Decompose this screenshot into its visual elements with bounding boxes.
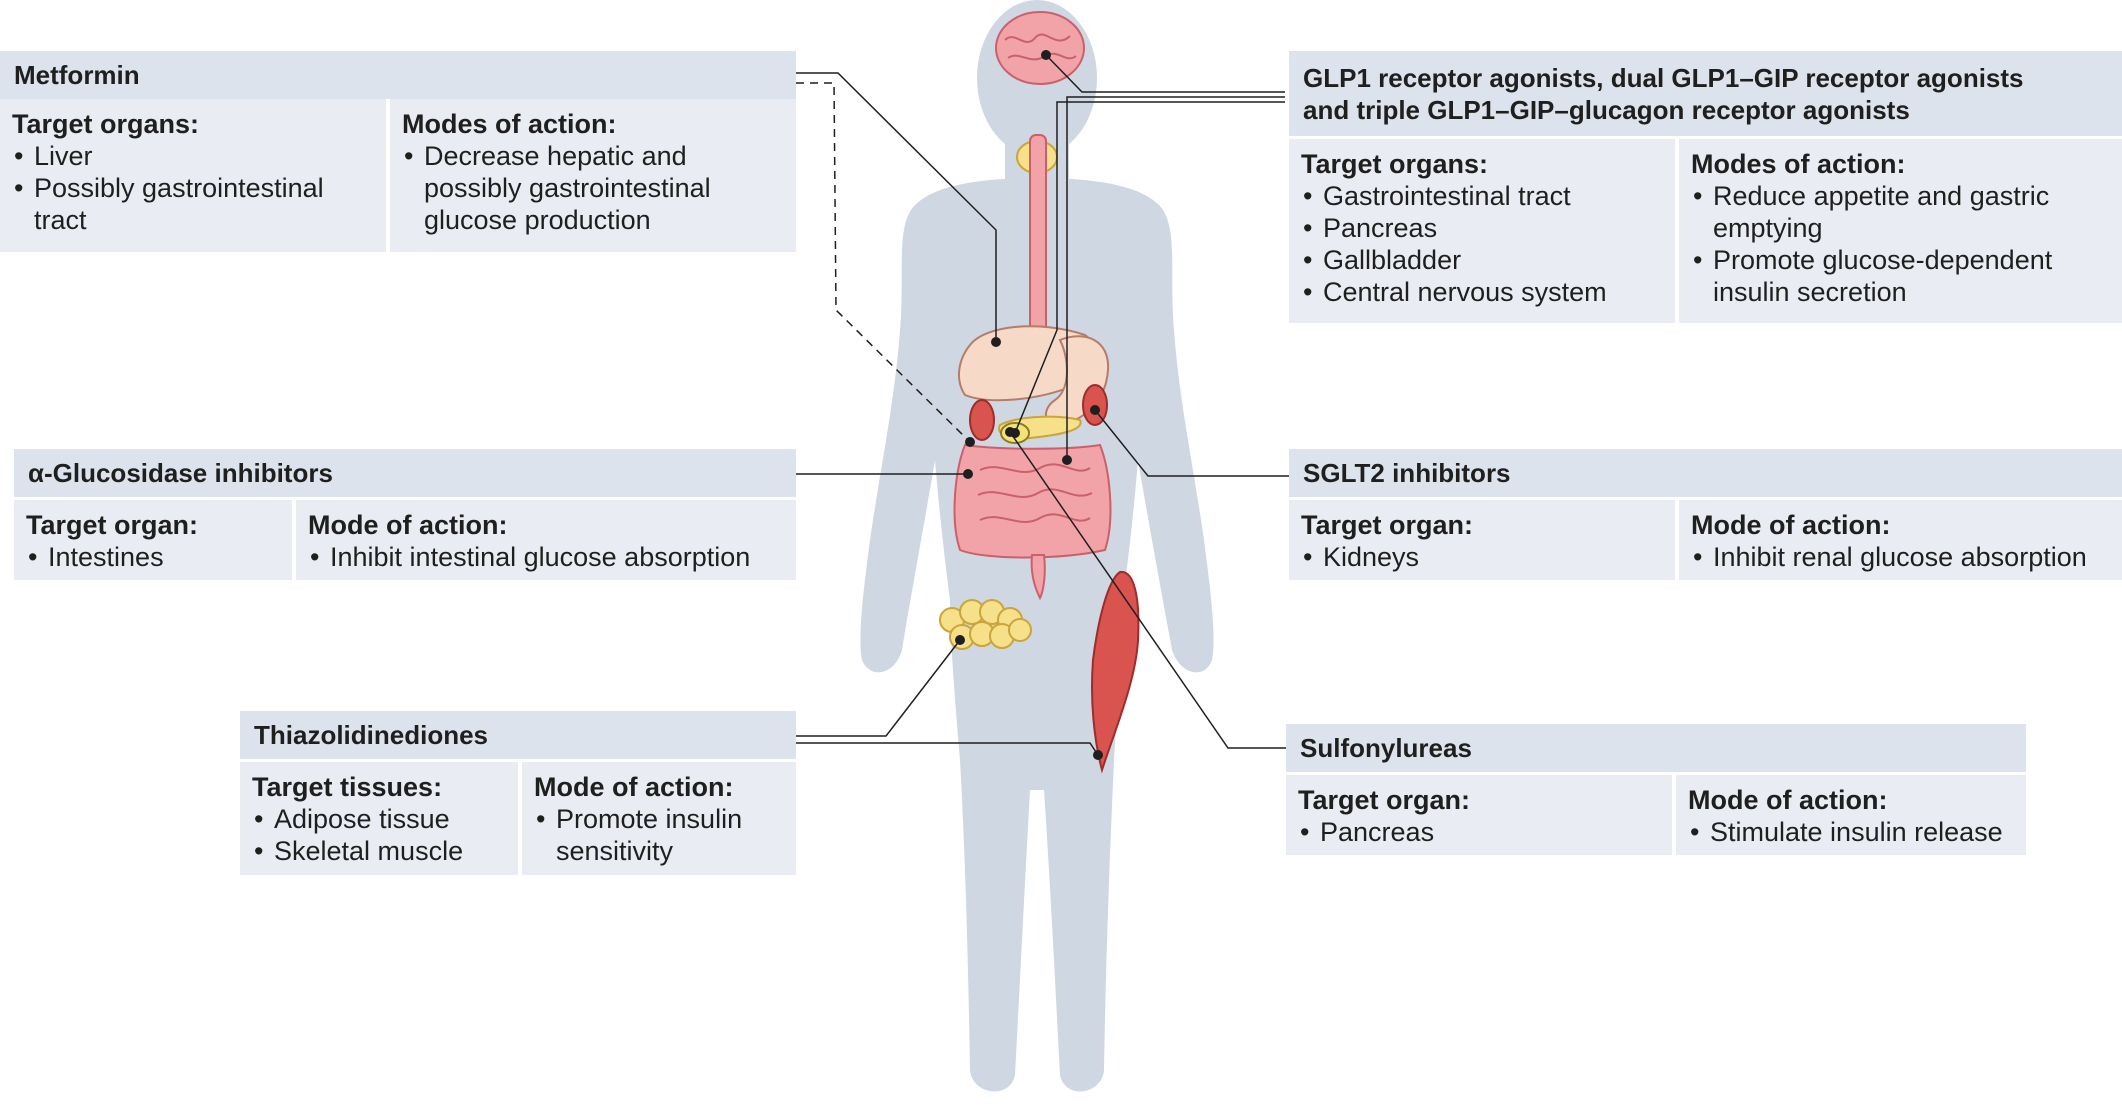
item-list: Liver Possibly gastrointestinal tract <box>12 140 374 236</box>
item-list: Kidneys <box>1301 541 1663 573</box>
list-item: Inhibit renal glucose absorption <box>1691 541 2110 573</box>
col-heading: Modes of action: <box>402 109 617 139</box>
adipose-tissue <box>939 599 1032 650</box>
list-item: Liver <box>12 140 374 172</box>
panel-right-col: Mode of action: Inhibit intestinal gluco… <box>296 500 796 580</box>
skeletal-muscle <box>1091 570 1140 774</box>
list-item: Pancreas <box>1298 816 1660 848</box>
list-item: Inhibit intestinal glucose absorption <box>308 541 784 573</box>
col-heading: Mode of action: <box>308 510 508 540</box>
panel-right-col: Mode of action: Inhibit renal glucose ab… <box>1679 500 2122 580</box>
item-list: Stimulate insulin release <box>1688 816 2014 848</box>
panel-title-text: Metformin <box>14 60 140 90</box>
intestines-organ <box>953 443 1112 601</box>
col-heading: Modes of action: <box>1691 149 1906 179</box>
connector-dots <box>955 50 1103 760</box>
panel-thiazolidinediones: Thiazolidinediones Target tissues: Adipo… <box>240 711 796 875</box>
panel-title: Sulfonylureas <box>1286 724 2026 772</box>
connector-tzd-adipose <box>796 639 961 737</box>
panel-left-col: Target organ: Kidneys <box>1289 500 1675 580</box>
panel-sulfonylureas: Sulfonylureas Target organ: Pancreas Mod… <box>1286 724 2026 855</box>
connector-metformin-liver <box>796 72 997 342</box>
item-list: Inhibit intestinal glucose absorption <box>308 541 784 573</box>
col-heading: Mode of action: <box>1688 785 1888 815</box>
item-list: Adipose tissue Skeletal muscle <box>252 803 506 867</box>
col-heading: Target organs: <box>1301 149 1489 179</box>
col-heading: Mode of action: <box>534 772 734 802</box>
list-item: Kidneys <box>1301 541 1663 573</box>
list-item: Adipose tissue <box>252 803 506 835</box>
connector-glp1-gi <box>1066 96 1285 460</box>
list-item: Central nervous system <box>1301 276 1663 308</box>
item-list: Decrease hepatic and possibly gastrointe… <box>402 140 784 236</box>
panel-left-col: Target organ: Pancreas <box>1286 775 1672 855</box>
panel-left-col: Target organ: Intestines <box>14 500 292 580</box>
panel-title: α-Glucosidase inhibitors <box>14 449 796 497</box>
item-list: Reduce appetite and gastric emptying Pro… <box>1691 180 2110 308</box>
connector-metformin-gi <box>796 82 971 443</box>
panel-glp1: GLP1 receptor agonists, dual GLP1–GIP re… <box>1289 51 2122 323</box>
col-heading: Target organs: <box>12 109 200 139</box>
panel-title-text: Sulfonylureas <box>1300 733 1472 763</box>
panel-left-col: Target organs: Liver Possibly gastrointe… <box>0 99 386 252</box>
item-list: Promote insulin sensitivity <box>534 803 784 867</box>
panel-title: Thiazolidinediones <box>240 711 796 759</box>
panel-right-col: Mode of action: Stimulate insulin releas… <box>1676 775 2026 855</box>
list-item: Skeletal muscle <box>252 835 506 867</box>
list-item: Intestines <box>26 541 280 573</box>
panel-sglt2: SGLT2 inhibitors Target organ: Kidneys M… <box>1289 449 2122 580</box>
col-heading: Target organ: <box>1301 510 1474 540</box>
connector-sglt2-kidneys <box>1094 409 1289 477</box>
panel-metformin: Metformin Target organs: Liver Possibly … <box>0 51 796 252</box>
brain-organ <box>995 11 1085 85</box>
panel-right-col: Mode of action: Promote insulin sensitiv… <box>522 762 796 875</box>
item-list: Inhibit renal glucose absorption <box>1691 541 2110 573</box>
col-heading: Mode of action: <box>1691 510 1891 540</box>
panel-title-line1: GLP1 receptor agonists, dual GLP1–GIP re… <box>1303 62 2024 93</box>
panel-title: SGLT2 inhibitors <box>1289 449 2122 497</box>
kidney-left-organ <box>969 399 995 441</box>
item-list: Gastrointestinal tract Pancreas Gallblad… <box>1301 180 1663 308</box>
panel-left-col: Target organs: Gastrointestinal tract Pa… <box>1289 139 1675 323</box>
panel-title-line2: and triple GLP1–GIP–glucagon receptor ag… <box>1303 94 1910 125</box>
panel-alpha-glucosidase: α-Glucosidase inhibitors Target organ: I… <box>14 449 796 580</box>
list-item: Gastrointestinal tract <box>1301 180 1663 212</box>
col-heading: Target tissues: <box>252 772 443 802</box>
esophagus-organ <box>1029 134 1047 336</box>
connector-sulfonylurea-pancreas <box>1009 431 1286 749</box>
list-item: Gallbladder <box>1301 244 1663 276</box>
connector-glp1-gallbladder <box>1014 101 1285 434</box>
list-item: Promote insulin sensitivity <box>534 803 784 867</box>
panel-title-text: Thiazolidinediones <box>254 720 489 750</box>
list-item: Reduce appetite and gastric emptying <box>1691 180 2110 244</box>
panel-title-text: α-Glucosidase inhibitors <box>28 458 333 488</box>
list-item: Stimulate insulin release <box>1688 816 2014 848</box>
list-item: Promote glucose-dependent insulin secret… <box>1691 244 2110 308</box>
panel-right-col: Modes of action: Decrease hepatic and po… <box>390 99 796 252</box>
list-item: Decrease hepatic and possibly gastrointe… <box>402 140 784 236</box>
list-item: Pancreas <box>1301 212 1663 244</box>
panel-left-col: Target tissues: Adipose tissue Skeletal … <box>240 762 518 875</box>
panel-right-col: Modes of action: Reduce appetite and gas… <box>1679 139 2122 323</box>
panel-title: GLP1 receptor agonists, dual GLP1–GIP re… <box>1289 51 2122 136</box>
col-heading: Target organ: <box>1298 785 1471 815</box>
item-list: Pancreas <box>1298 816 1660 848</box>
connector-glp1-brain <box>1045 54 1285 93</box>
list-item: Possibly gastrointestinal tract <box>12 172 374 236</box>
panel-title-text: SGLT2 inhibitors <box>1303 458 1511 488</box>
col-heading: Target organ: <box>26 510 199 540</box>
item-list: Intestines <box>26 541 280 573</box>
panel-title: Metformin <box>0 51 796 99</box>
